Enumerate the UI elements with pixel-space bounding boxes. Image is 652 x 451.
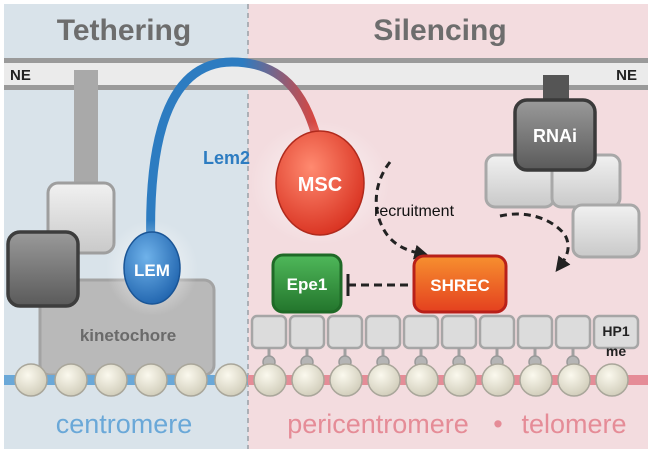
epe1-label: Epe1 <box>287 275 328 294</box>
rnai-label: RNAi <box>533 126 577 146</box>
centromere-label: centromere <box>56 409 193 439</box>
nucleosome <box>250 314 288 350</box>
hp1-label: HP1 <box>602 323 629 339</box>
telomere-label: telomere <box>521 409 626 439</box>
rnai-subunit-lower <box>571 203 641 259</box>
pericentromere-label: pericentromere <box>287 409 469 439</box>
nuclear-envelope-top <box>4 58 648 63</box>
tethering-title: Tethering <box>57 14 191 47</box>
chromatin-beads <box>14 363 629 397</box>
me-label: me <box>606 343 626 359</box>
ne-label-left: NE <box>10 67 31 84</box>
shrec-label: SHREC <box>430 276 490 295</box>
nucleosome <box>554 314 592 350</box>
nucleosome <box>440 314 478 350</box>
nucleosome-array <box>250 314 640 369</box>
msc-domain <box>275 130 365 236</box>
ne-label-right: NE <box>616 67 637 84</box>
recruitment-label: recruitment <box>374 203 455 220</box>
epe1-complex <box>271 253 343 314</box>
msc-label: MSC <box>298 174 342 196</box>
lem-domain <box>123 231 181 305</box>
kinetochore-subunit-dark <box>6 230 80 308</box>
rnai-core <box>513 98 597 172</box>
nucleosome <box>326 314 364 350</box>
hp1-nucleosome <box>592 314 640 350</box>
lem2-arc <box>146 57 323 257</box>
shrec-inhibits-epe1 <box>346 274 412 296</box>
shrec-complex <box>412 254 508 314</box>
nucleosome <box>288 314 326 350</box>
kinetochore-label: kinetochore <box>80 326 176 345</box>
nuclear-envelope-bottom <box>4 85 648 90</box>
nucleosome <box>402 314 440 350</box>
lem2-label: Lem2 <box>203 148 250 168</box>
region-separator: • <box>493 409 502 439</box>
nucleosome <box>478 314 516 350</box>
silencing-title: Silencing <box>373 14 506 47</box>
nucleosome <box>516 314 554 350</box>
lem-label: LEM <box>134 261 170 280</box>
nuclear-envelope-lumen <box>4 63 648 85</box>
kinetochore-stalk <box>74 70 98 190</box>
nucleosome <box>364 314 402 350</box>
